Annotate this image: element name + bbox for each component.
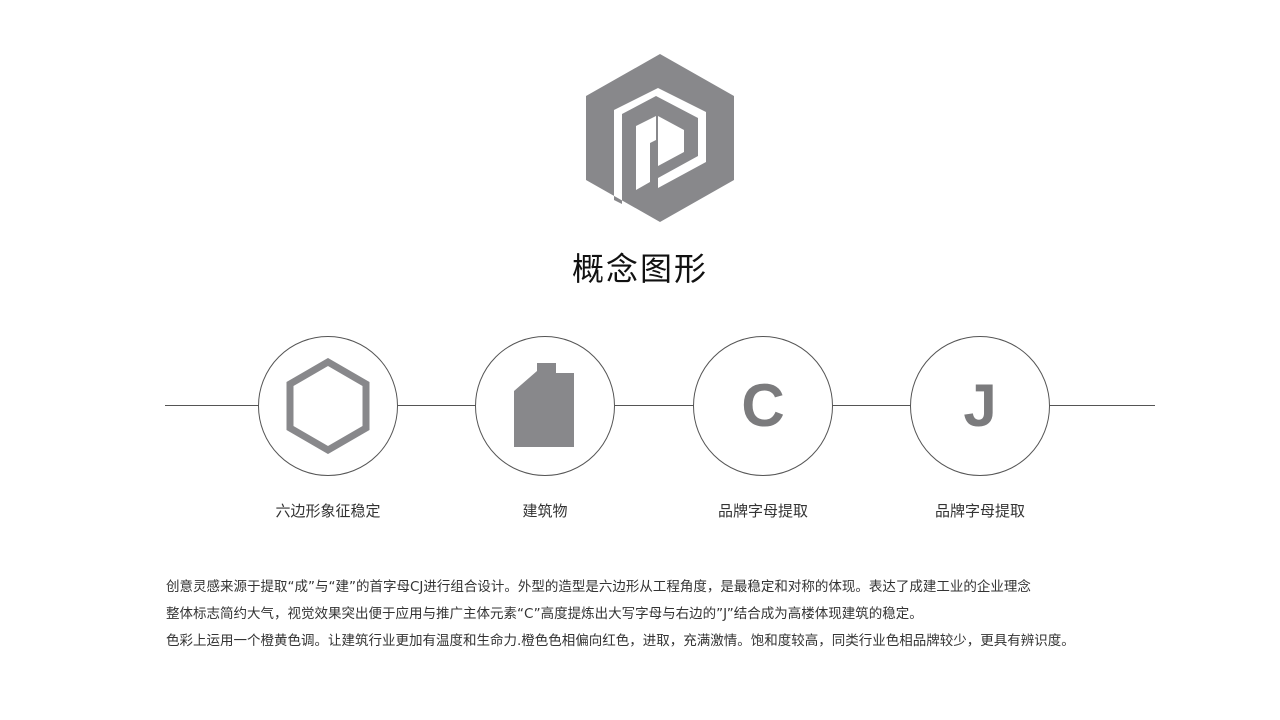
timeline-line [165, 405, 1155, 406]
page-title: 概念图形 [571, 250, 708, 288]
node-letter-j: J [910, 336, 1050, 476]
node-letter-c: C [693, 336, 833, 476]
node-hexagon [258, 336, 398, 476]
letter-c-icon: C [741, 372, 785, 439]
description-line: 整体标志简约大气，视觉效果突出便于应用与推广主体元素“C”高度提炼出大写字母与右… [166, 606, 923, 622]
node-label-hexagon: 六边形象征稳定 [275, 502, 381, 520]
node-label-letter-j: 品牌字母提取 [934, 502, 1025, 520]
description-text: 创意灵感来源于提取“成”与“建”的首字母CJ进行组合设计。外型的造型是六边形从工… [166, 576, 1166, 657]
logo-hexagon-shape [586, 54, 734, 222]
node-building [475, 336, 615, 476]
letter-j-icon: J [963, 372, 997, 439]
building-icon [514, 363, 574, 447]
node-label-building: 建筑物 [522, 502, 568, 520]
node-label-letter-c: 品牌字母提取 [717, 502, 808, 520]
description-line: 创意灵感来源于提取“成”与“建”的首字母CJ进行组合设计。外型的造型是六边形从工… [166, 579, 1031, 595]
description-line: 色彩上运用一个橙黄色调。让建筑行业更加有温度和生命力.橙色色相偏向红色，进取，充… [166, 633, 1075, 649]
hexagon-outline-icon [286, 358, 370, 454]
logo-mark [586, 54, 734, 222]
